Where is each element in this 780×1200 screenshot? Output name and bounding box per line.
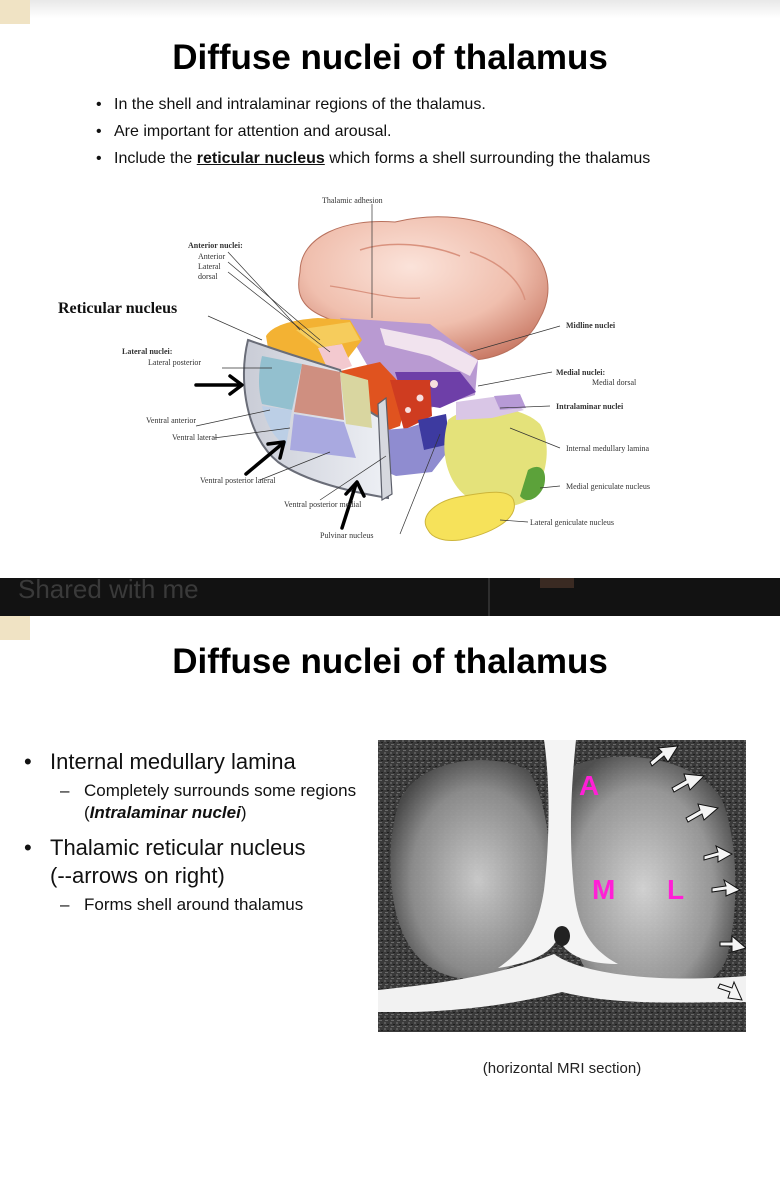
label-ventral-lateral: Ventral lateral (172, 433, 218, 442)
label-reticular-nucleus: Reticular nucleus (58, 300, 178, 317)
slide-top-strip (30, 0, 780, 18)
bullet-thalamic-reticular-line2: (--arrows on right) (50, 863, 225, 888)
background-app-band: Shared with me (0, 578, 780, 616)
slide-1: Diffuse nuclei of thalamus In the shell … (0, 0, 780, 578)
bullet-1: In the shell and intralaminar regions of… (92, 94, 732, 116)
label-dorsal: dorsal (198, 272, 218, 281)
label-lateral-nuclei: Lateral nuclei: (122, 347, 173, 356)
slide-1-title: Diffuse nuclei of thalamus (172, 38, 608, 77)
slide-corner-marker (0, 0, 30, 24)
band-separator (488, 578, 490, 616)
bullet-3-suffix: which forms a shell surrounding the thal… (324, 150, 651, 167)
mri-letter-a: A (579, 770, 600, 801)
bullet-3: Include the reticular nucleus which form… (92, 148, 732, 170)
sub-bullet-forms-shell: Forms shell around thalamus (22, 894, 372, 916)
bullet-thalamic-reticular: Thalamic reticular nucleus (--arrows on r… (22, 834, 372, 890)
mri-caption: (horizontal MRI section) (482, 1060, 642, 1077)
slide-2: Diffuse nuclei of thalamus Internal medu… (0, 616, 780, 1200)
label-internal-medullary-lamina: Internal medullary lamina (566, 444, 650, 453)
label-ventral-posterior-lateral: Ventral posterior lateral (200, 476, 276, 485)
reticular-nucleus-arrows (649, 745, 746, 1001)
shared-with-me-partial: Shared with me (18, 578, 199, 604)
label-medial-nuclei: Medial nuclei: (556, 368, 606, 377)
bullet-internal-medullary-lamina: Internal medullary lamina (22, 748, 372, 776)
bullet-3-prefix: Include the (114, 150, 197, 167)
label-anterior: Anterior (198, 252, 226, 261)
slide-corner-marker (0, 616, 30, 640)
sub-bullet-surrounds: Completely surrounds some regions (Intra… (22, 780, 372, 824)
bullet-3-bold: reticular nucleus (196, 150, 325, 167)
reticular-arrows (194, 374, 366, 530)
mri-letter-m: M (592, 874, 616, 905)
label-intralaminar-nuclei: Intralaminar nuclei (556, 402, 624, 411)
label-pulvinar-nucleus: Pulvinar nucleus (320, 531, 374, 540)
label-anterior-nuclei: Anterior nuclei: (188, 241, 243, 250)
label-midline-nuclei: Midline nuclei (566, 321, 616, 330)
label-medial-geniculate-nucleus: Medial geniculate nucleus (566, 482, 650, 491)
slide-1-bullets: In the shell and intralaminar regions of… (92, 94, 732, 175)
label-medial-dorsal: Medial dorsal (592, 378, 637, 387)
label-lateral: Lateral (198, 262, 221, 271)
label-ventral-anterior: Ventral anterior (146, 416, 196, 425)
label-ventral-posterior-medial: Ventral posterior medial (284, 500, 362, 509)
slide-2-bullets: Internal medullary lamina Completely sur… (22, 748, 372, 926)
label-thalamic-adhesion: Thalamic adhesion (322, 196, 383, 205)
label-lateral-posterior: Lateral posterior (148, 358, 202, 367)
band-chip (540, 578, 574, 588)
bullet-2: Are important for attention and arousal. (92, 121, 732, 143)
sub-bullet-surrounds-suffix: ) (240, 803, 247, 822)
label-lateral-geniculate-nucleus: Lateral geniculate nucleus (530, 518, 614, 527)
slide-2-title: Diffuse nuclei of thalamus (172, 642, 608, 681)
mri-letter-l: L (667, 874, 685, 905)
sub-bullet-surrounds-prefix: Completely surrounds some regions ( (84, 781, 357, 822)
bullet-thalamic-reticular-line1: Thalamic reticular nucleus (50, 835, 306, 860)
sub-bullet-intralaminar: Intralaminar nuclei (89, 803, 241, 822)
mri-section-image (378, 740, 746, 1032)
thalamus-diagram (194, 204, 561, 541)
